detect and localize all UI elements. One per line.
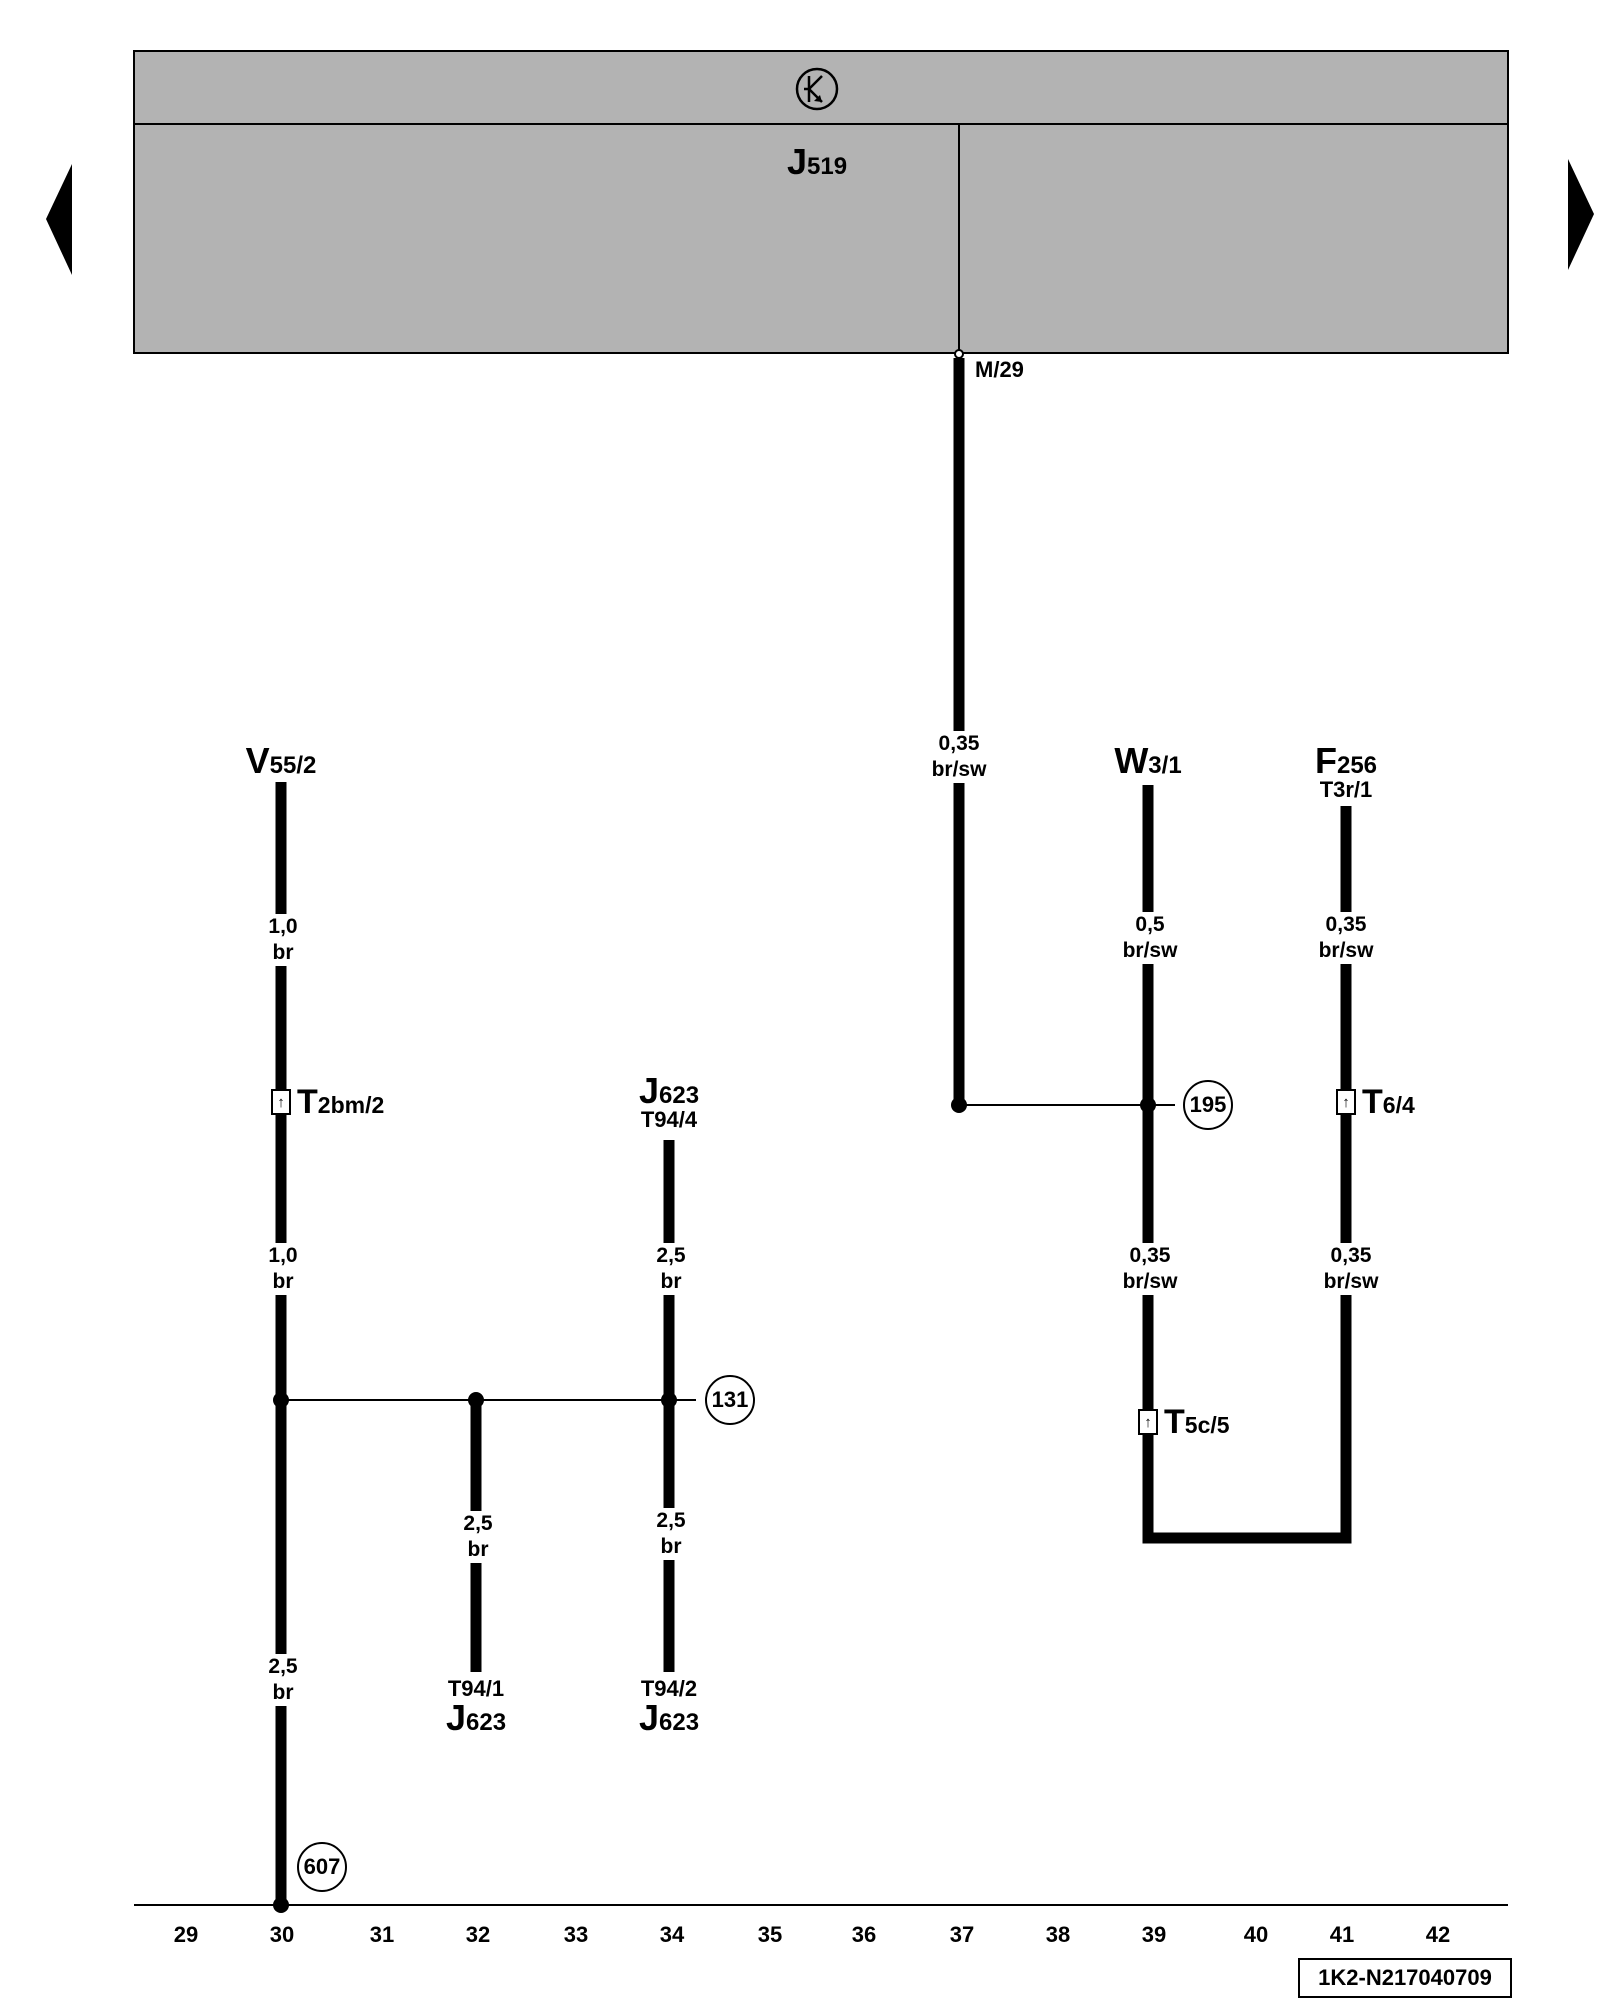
- component-w3-label: W3/1: [1114, 740, 1182, 781]
- reference-195: 195: [1183, 1080, 1233, 1130]
- track-number: 40: [1243, 1922, 1269, 1947]
- track-number: 30: [269, 1922, 295, 1947]
- wire-w3-f256-loop: [1142, 785, 1352, 1544]
- splice-lines: [281, 1104, 1175, 1401]
- splice-points: [273, 1097, 1156, 1913]
- connector-t5c-icon: ↑: [1138, 1409, 1158, 1435]
- track-number: 29: [173, 1922, 199, 1947]
- connector-t2bm: ↑T2bm/2: [271, 1085, 384, 1119]
- pin-m29-terminal: [954, 349, 964, 359]
- connector-t2bm-icon: ↑: [271, 1089, 291, 1115]
- track-number: 34: [659, 1922, 685, 1947]
- track-number: 37: [949, 1922, 975, 1947]
- module-body: [133, 123, 1509, 354]
- document-id: 1K2-N217040709: [1298, 1958, 1512, 1998]
- pin-m29-label: M/29: [975, 357, 1024, 382]
- track-number: 33: [563, 1922, 589, 1947]
- module-j519-label: J519: [786, 141, 848, 182]
- track-number: 39: [1141, 1922, 1167, 1947]
- connector-t5c: ↑T5c/5: [1138, 1405, 1230, 1439]
- track-number: 38: [1045, 1922, 1071, 1947]
- previous-page-button[interactable]: [44, 162, 74, 277]
- connector-t6-icon: ↑: [1336, 1089, 1356, 1115]
- wires: [275, 358, 1352, 1905]
- triangle-left-icon: [46, 164, 72, 275]
- track-number: 41: [1329, 1922, 1355, 1947]
- next-page-button[interactable]: [1566, 157, 1596, 272]
- track-number: 31: [369, 1922, 395, 1947]
- track-number: 36: [851, 1922, 877, 1947]
- track-number: 35: [757, 1922, 783, 1947]
- component-v55-label: V55/2: [245, 740, 317, 781]
- track-number: 42: [1425, 1922, 1451, 1947]
- transistor-icon: [795, 67, 839, 111]
- track-number: 32: [465, 1922, 491, 1947]
- reference-607: 607: [297, 1842, 347, 1892]
- reference-131: 131: [705, 1375, 755, 1425]
- triangle-right-icon: [1568, 159, 1594, 270]
- module-header-band: [133, 50, 1509, 125]
- connector-t6: ↑T6/4: [1336, 1085, 1415, 1119]
